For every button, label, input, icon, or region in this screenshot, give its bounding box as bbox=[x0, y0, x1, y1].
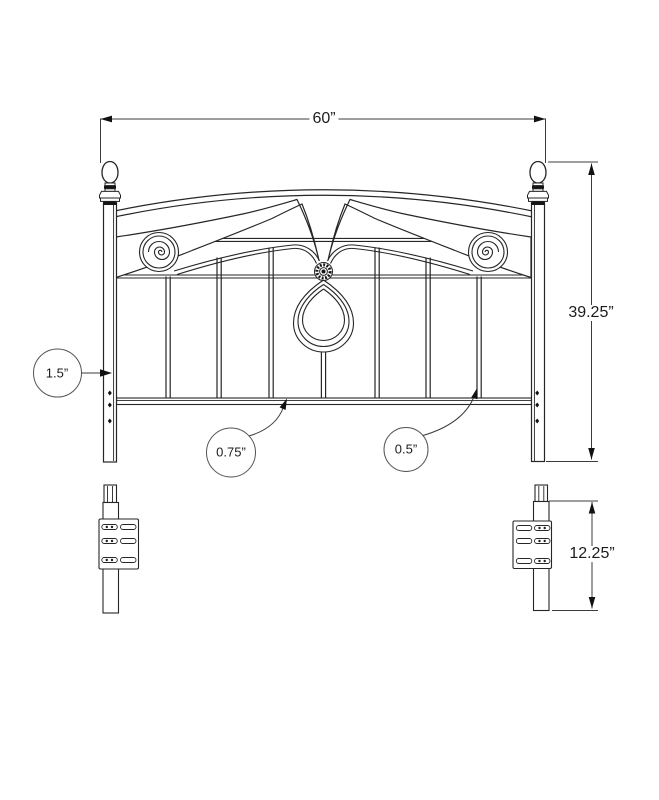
left-leg-bracket bbox=[98, 518, 140, 570]
top-arch bbox=[111, 189, 536, 219]
left-leg-tenon bbox=[103, 484, 118, 504]
left-bracket-slots bbox=[101, 524, 137, 563]
arrowhead-down-icon bbox=[588, 448, 595, 460]
center-loop bbox=[292, 279, 355, 353]
post-thickness-label: 1.5” bbox=[45, 365, 69, 381]
leg-height-dimension-label: 12.25” bbox=[566, 546, 618, 562]
left-leg bbox=[98, 484, 140, 614]
arrowhead-right-icon bbox=[534, 115, 546, 123]
post-holes bbox=[107, 390, 540, 424]
right-bracket-slots bbox=[515, 525, 551, 564]
left-scroll-spiral bbox=[147, 241, 171, 260]
bottom-rail bbox=[115, 397, 533, 406]
rail-thickness-callout bbox=[206, 398, 287, 478]
left-bracket-bolts bbox=[105, 525, 114, 562]
rail-thickness-label: 0.75” bbox=[216, 444, 246, 460]
arrowhead-up-icon bbox=[588, 502, 596, 514]
right-finial-icon bbox=[527, 160, 549, 205]
left-scroll bbox=[138, 231, 180, 273]
post-thickness-callout bbox=[33, 348, 112, 398]
inner-arches bbox=[173, 244, 474, 276]
spindles bbox=[165, 247, 482, 399]
right-leg-bracket bbox=[512, 520, 553, 570]
right-leg bbox=[512, 484, 553, 612]
center-rosette-icon bbox=[314, 262, 333, 281]
width-extension-lines bbox=[100, 118, 546, 163]
center-spindle bbox=[320, 352, 327, 399]
right-bracket-bolts bbox=[538, 526, 546, 563]
arrowhead-up-icon bbox=[471, 387, 478, 400]
arrowhead-left-icon bbox=[100, 115, 112, 123]
arrowhead-right-icon bbox=[100, 369, 112, 377]
arrowhead-up-icon bbox=[279, 398, 287, 410]
spindle-thickness-label: 0.5” bbox=[394, 441, 418, 457]
arrowhead-up-icon bbox=[588, 163, 595, 175]
right-leg-tenon bbox=[534, 484, 549, 503]
right-scroll-spiral bbox=[476, 241, 500, 260]
right-post bbox=[530, 202, 546, 463]
height-extension-lines bbox=[546, 161, 598, 462]
spindle-thickness-callout bbox=[383, 387, 478, 472]
height-dimension-label: 39.25” bbox=[565, 305, 617, 321]
left-post bbox=[102, 202, 118, 463]
left-finial-icon bbox=[99, 160, 121, 205]
width-dimension-label: 60” bbox=[309, 111, 339, 127]
arrowhead-down-icon bbox=[588, 597, 596, 609]
leg-extension-lines bbox=[549, 500, 598, 611]
right-scroll bbox=[467, 231, 509, 273]
